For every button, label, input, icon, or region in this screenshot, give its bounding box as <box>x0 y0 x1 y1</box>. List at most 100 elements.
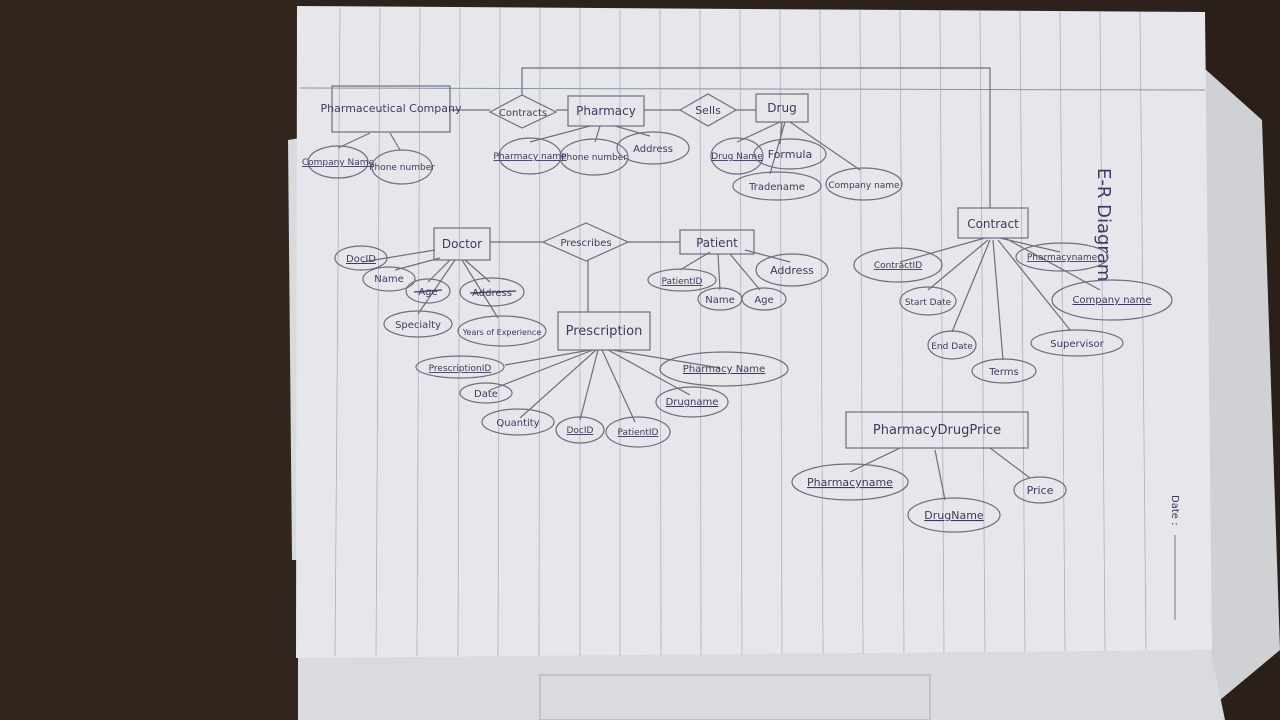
attr-label-price-pharmacy-name: Pharmacyname <box>807 476 893 489</box>
entity-prescription: Prescription <box>557 311 651 351</box>
attr-phone-number-pharmacy: Phone number <box>559 138 629 176</box>
attr-doctor-address: Address <box>459 277 525 307</box>
attr-label-contract-company-name: Company name <box>1072 295 1151 306</box>
relationship-label-prescribes: Prescribes <box>560 238 611 249</box>
relationship-sells: Sells <box>678 93 738 127</box>
table-grain-1 <box>0 0 300 720</box>
entity-pharmacy-drug-price: PharmacyDrugPrice <box>845 411 1029 449</box>
attr-contract-id: ContractID <box>853 247 943 283</box>
attr-tradename: Tradename <box>732 171 822 201</box>
attr-doc-id: DocID <box>334 245 388 271</box>
attr-contract-company-name: Company name <box>1051 279 1173 321</box>
attr-presc-drug-name: Drugname <box>655 386 729 418</box>
lower-page-box <box>539 674 931 720</box>
attr-label-start-date: Start Date <box>905 298 952 308</box>
attr-label-phone-number-company: Phone number <box>369 163 435 173</box>
attr-label-patient-address: Address <box>770 264 814 277</box>
back-sheet-right <box>1195 60 1280 700</box>
attr-phone-number-company: Phone number <box>369 149 435 185</box>
attr-terms: Terms <box>971 358 1037 384</box>
attr-label-price-drug-name: DrugName <box>924 509 984 522</box>
attr-start-date: Start Date <box>899 286 957 316</box>
entity-pharmacy: Pharmacy <box>567 95 645 127</box>
attr-drug-company-name: Company name <box>825 167 903 201</box>
attr-label-price: Price <box>1027 484 1054 497</box>
attr-label-formula: Formula <box>768 148 812 161</box>
entity-label-contract: Contract <box>967 217 1019 231</box>
attr-label-drug-name: Drug Name <box>711 152 763 162</box>
attr-label-doctor-age: Age <box>418 287 437 298</box>
relationship-label-sells: Sells <box>695 104 721 117</box>
attr-company-name: Company Name <box>302 145 375 179</box>
relationship-label-contracts: Contracts <box>499 108 547 119</box>
diagram-title: E-R Diagram <box>1093 168 1114 281</box>
attr-label-patient-age: Age <box>754 295 773 306</box>
attr-doctor-age: Age <box>405 278 451 304</box>
attr-label-pharmacy-name: Pharmacy name <box>493 152 567 162</box>
attr-supervisor: Supervisor <box>1030 329 1124 357</box>
attr-patient-address: Address <box>755 253 829 287</box>
attr-label-drug-company-name: Company name <box>828 181 900 191</box>
attr-label-contract-pharmacy-name: Pharmacyname <box>1027 253 1098 263</box>
attr-presc-pharmacy-name: Pharmacy Name <box>659 351 789 387</box>
entity-label-doctor: Doctor <box>442 237 482 251</box>
entity-pharmaceutical-company: Pharmaceutical Company <box>321 85 462 133</box>
attr-pharmacy-name: Pharmacy name <box>493 137 567 175</box>
attr-doctor-name: Name <box>362 266 416 292</box>
attr-label-terms: Terms <box>988 367 1018 378</box>
attr-label-presc-pharmacy-name: Pharmacy Name <box>683 364 765 375</box>
attr-label-doctor-address: Address <box>472 288 512 299</box>
attr-label-presc-patient-id: PatientID <box>618 428 659 438</box>
attr-label-company-name: Company Name <box>302 158 375 168</box>
relationship-contracts: Contracts <box>488 94 558 129</box>
attr-pharmacy-address: Address <box>616 131 690 165</box>
attr-label-end-date: End Date <box>931 342 973 352</box>
entity-label-pharmacy: Pharmacy <box>576 104 636 118</box>
entity-label-drug: Drug <box>767 101 796 115</box>
notebook-page <box>296 6 1212 658</box>
attr-label-doc-id: DocID <box>346 254 376 265</box>
attr-label-tradename: Tradename <box>748 182 805 193</box>
entity-drug: Drug <box>755 93 809 123</box>
entity-label-prescription: Prescription <box>566 324 643 339</box>
attr-presc-doc-id: DocID <box>555 416 605 444</box>
attr-patient-id: PatientID <box>647 268 717 292</box>
attr-years-experience: Years of Experience <box>457 315 547 347</box>
attr-drug-name: Drug Name <box>710 137 764 175</box>
date-label: Date : <box>1169 495 1180 525</box>
attr-label-patient-name: Name <box>705 295 735 306</box>
attr-price-drug-name: DrugName <box>907 497 1001 533</box>
attr-label-date: Date <box>474 389 498 400</box>
attr-specialty: Specialty <box>383 310 453 338</box>
attr-label-prescription-id: PrescriptionID <box>429 364 492 374</box>
attr-price: Price <box>1013 476 1067 504</box>
entity-contract: Contract <box>957 207 1029 239</box>
attr-label-supervisor: Supervisor <box>1050 339 1104 350</box>
entity-label-patient: Patient <box>696 236 738 250</box>
attr-label-specialty: Specialty <box>395 320 441 331</box>
attr-date: Date <box>459 382 513 404</box>
attr-patient-age: Age <box>741 287 787 311</box>
relationship-prescribes: Prescribes <box>541 222 630 262</box>
attr-label-contract-id: ContractID <box>874 261 922 271</box>
attr-label-patient-id: PatientID <box>662 277 703 287</box>
attr-prescription-id: PrescriptionID <box>415 355 505 379</box>
attr-label-presc-drug-name: Drugname <box>666 397 719 408</box>
attr-label-pharmacy-address: Address <box>633 144 673 155</box>
attr-formula: Formula <box>753 138 827 170</box>
entity-label-pharmaceutical-company: Pharmaceutical Company <box>321 102 462 115</box>
attr-end-date: End Date <box>927 330 977 360</box>
entity-label-pharmacy-drug-price: PharmacyDrugPrice <box>873 423 1001 438</box>
attr-contract-pharmacy-name: Pharmacyname <box>1015 242 1109 272</box>
attr-label-presc-doc-id: DocID <box>567 426 594 436</box>
attr-label-doctor-name: Name <box>374 274 404 285</box>
attr-label-years-experience: Years of Experience <box>462 328 542 337</box>
attr-quantity: Quantity <box>481 408 555 436</box>
entity-doctor: Doctor <box>433 227 491 261</box>
lower-page <box>298 648 1225 720</box>
attr-price-pharmacy-name: Pharmacyname <box>791 463 909 501</box>
attr-label-phone-number-pharmacy: Phone number <box>561 153 627 163</box>
entity-patient: Patient <box>679 229 755 255</box>
attr-label-quantity: Quantity <box>496 418 539 429</box>
